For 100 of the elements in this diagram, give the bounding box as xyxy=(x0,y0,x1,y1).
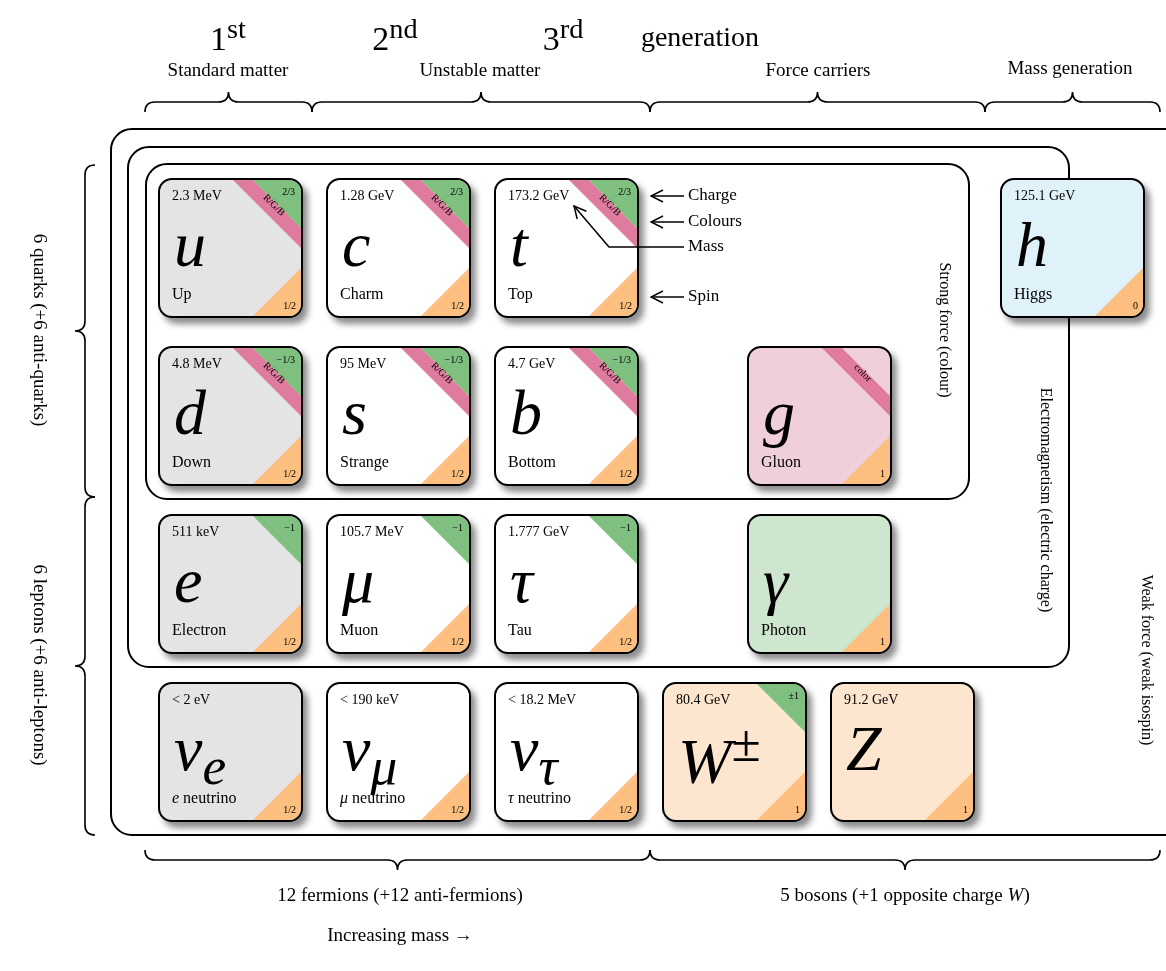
mass-label: < 2 eV xyxy=(172,693,211,707)
region-frame xyxy=(110,128,1166,836)
particle-name: Strange xyxy=(340,454,389,470)
spin-label: 1 xyxy=(880,637,885,647)
annotation-label: Spin xyxy=(688,286,720,306)
spin-label: 1/2 xyxy=(451,469,464,479)
particle-card xyxy=(158,514,303,654)
particle-name: Top xyxy=(508,286,533,302)
heading-label: 6 quarks (+6 anti-quarks) xyxy=(28,233,52,427)
mass-label: 1.777 GeV xyxy=(508,525,570,539)
spin-label: 1 xyxy=(795,805,800,815)
spin-label: 1/2 xyxy=(283,469,296,479)
region-label: Electromagnetism (electric charge) xyxy=(1037,387,1055,613)
spin-label: 1/2 xyxy=(619,805,632,815)
mass-label: 4.7 GeV xyxy=(508,357,556,371)
particle-symbol: s xyxy=(342,378,367,449)
heading-label: 12 fermions (+12 anti-fermions) xyxy=(277,883,523,907)
spin-label: 1 xyxy=(963,805,968,815)
spin-label: 1/2 xyxy=(619,637,632,647)
particle-card xyxy=(494,178,639,318)
mass-label: 91.2 GeV xyxy=(844,693,899,707)
charge-label: −1 xyxy=(284,523,295,533)
spin-label: 1/2 xyxy=(451,805,464,815)
particle-name: Up xyxy=(172,286,192,302)
arrow xyxy=(650,189,685,203)
particle-card xyxy=(494,346,639,486)
charge-label: 2/3 xyxy=(450,187,463,197)
mass-label: 105.7 MeV xyxy=(340,525,404,539)
spin-label: 1/2 xyxy=(283,637,296,647)
particle-card xyxy=(662,682,807,822)
particle-symbol: d xyxy=(174,378,206,449)
particle-card xyxy=(1000,178,1145,318)
charge-label: −1/3 xyxy=(276,355,295,365)
particle-name: Tau xyxy=(508,622,532,638)
particle-card xyxy=(494,514,639,654)
mass-label: 2.3 MeV xyxy=(172,189,222,203)
spin-label: 0 xyxy=(1133,301,1138,311)
spin-label: 1 xyxy=(880,469,885,479)
heading-label: 1$^{st}$ xyxy=(210,12,246,60)
particle-card xyxy=(326,682,471,822)
heading-label: Increasing mass → xyxy=(327,923,473,947)
particle-symbol: u xyxy=(174,210,206,281)
particle-card xyxy=(494,682,639,822)
spin-label: 1/2 xyxy=(283,805,296,815)
spin-label: 1/2 xyxy=(619,301,632,311)
heading-label: 5 bosons (+1 opposite charge W) xyxy=(780,883,1030,907)
particle-symbol: τ xyxy=(510,546,533,617)
particle-name: Photon xyxy=(761,622,807,638)
mass-label: < 18.2 MeV xyxy=(508,693,577,707)
particle-card xyxy=(747,514,892,654)
particle-name: Higgs xyxy=(1014,286,1053,302)
particle-card xyxy=(158,682,303,822)
charge-label: 2/3 xyxy=(618,187,631,197)
mass-label: 80.4 GeV xyxy=(676,693,731,707)
particle-card xyxy=(326,178,471,318)
heading-label: 2$^{nd}$ xyxy=(372,12,418,60)
annotation-label: Mass xyxy=(688,236,724,256)
spin-label: 1/2 xyxy=(283,301,296,311)
arrow xyxy=(650,215,685,229)
annotation-label: Colours xyxy=(688,211,742,231)
mass-label: < 190 keV xyxy=(340,693,400,707)
particle-name: Down xyxy=(172,454,212,470)
mass-label: 173.2 GeV xyxy=(508,189,570,203)
particle-card xyxy=(158,178,303,318)
charge-label: ±1 xyxy=(788,691,799,701)
arrow xyxy=(573,205,685,248)
heading-label: Force carriers xyxy=(765,58,871,82)
particle-symbol: μ xyxy=(342,546,375,617)
charge-label: −1/3 xyxy=(612,355,631,365)
particle-name: Gluon xyxy=(761,454,801,470)
particle-card xyxy=(830,682,975,822)
particle-symbol: h xyxy=(1016,210,1048,281)
region-frame xyxy=(145,163,970,500)
particle-symbol: g xyxy=(763,378,795,449)
particle-symbol: W$^{±}$ xyxy=(678,714,761,798)
heading-label: Standard matter xyxy=(167,58,289,82)
mass-label: 125.1 GeV xyxy=(1014,189,1076,203)
spin-label: 1/2 xyxy=(451,637,464,647)
mass-label: 4.8 MeV xyxy=(172,357,222,371)
particle-symbol: c xyxy=(342,210,371,281)
particle-symbol: e xyxy=(174,546,203,617)
particle-card xyxy=(747,346,892,486)
heading-label: Mass generation xyxy=(1007,56,1133,80)
particle-card xyxy=(158,346,303,486)
particle-symbol: γ xyxy=(763,546,789,617)
heading-label: Unstable matter xyxy=(419,58,541,82)
region-label: Strong force (colour) xyxy=(936,262,954,398)
charge-label: 2/3 xyxy=(282,187,295,197)
region-label: Weak force (weak isospin) xyxy=(1138,574,1156,746)
spin-label: 1/2 xyxy=(451,301,464,311)
particle-name: Electron xyxy=(172,622,227,638)
particle-symbol: t xyxy=(510,210,528,281)
arrow xyxy=(650,290,685,304)
charge-label: −1/3 xyxy=(444,355,463,365)
annotation-label: Charge xyxy=(688,185,737,205)
heading-label: 3$^{rd}$ xyxy=(542,12,584,60)
heading-label: 6 leptons (+6 anti-leptons) xyxy=(28,564,52,766)
charge-label: −1 xyxy=(452,523,463,533)
heading-label: generation xyxy=(640,19,760,54)
particle-symbol: Z xyxy=(846,714,882,785)
